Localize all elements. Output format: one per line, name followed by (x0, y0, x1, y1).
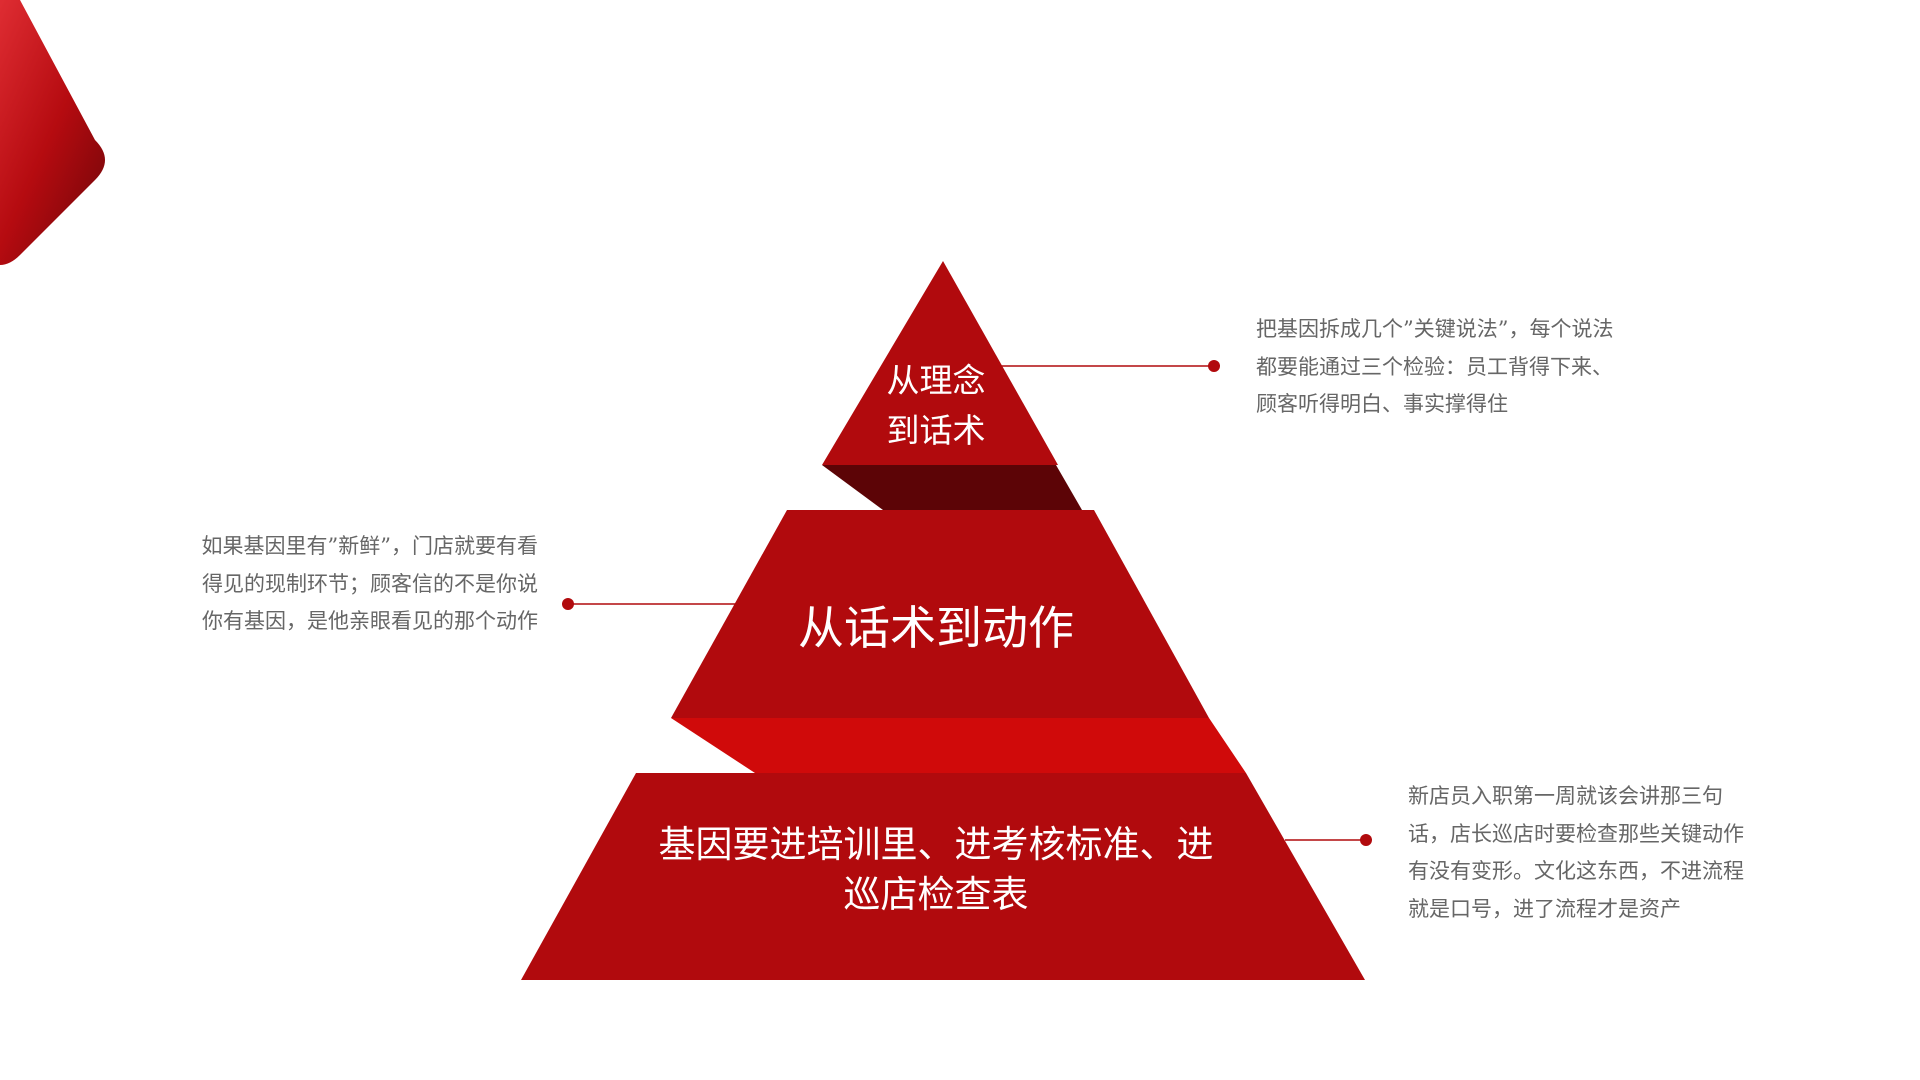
callout-dot-top (1208, 360, 1220, 372)
pyramid-tier-top (822, 261, 1058, 465)
tier-label-middle: 从话术到动作 (700, 598, 1172, 658)
tier-label-bottom: 基因要进培训里、进考核标准、进 巡店检查表 (620, 820, 1252, 920)
pyramid-tier-middle (671, 510, 1209, 718)
corner-diamond-decoration (0, 0, 105, 265)
connector-middle-to-bottom (671, 718, 1246, 773)
tier-label-bottom-line-1: 基因要进培训里、进考核标准、进 (658, 823, 1214, 866)
tier-label-middle-line-1: 从话术到动作 (798, 601, 1074, 655)
tier-label-top-line-1: 从理念 (886, 361, 986, 400)
connector-top-to-middle (822, 465, 1082, 510)
tier-label-top-line-2: 到话术 (886, 411, 986, 450)
callout-dot-middle (562, 598, 574, 610)
note-middle: 如果基因里有”新鲜”，门店就要有看得见的现制环节；顾客信的不是你说你有基因，是他… (201, 534, 538, 633)
tier-label-bottom-line-2: 巡店检查表 (843, 873, 1029, 916)
pyramid-tier-bottom (521, 773, 1365, 980)
note-top: 把基因拆成几个”关键说法”，每个说法都要能通过三个检验：员工背得下来、顾客听得明… (1256, 317, 1614, 416)
note-bottom: 新店员入职第一周就该会讲那三句话，店长巡店时要检查那些关键动作有没有变形。文化这… (1408, 784, 1744, 921)
tier-label-top: 从理念 到话术 (850, 356, 1022, 456)
callout-dot-bottom (1360, 834, 1372, 846)
